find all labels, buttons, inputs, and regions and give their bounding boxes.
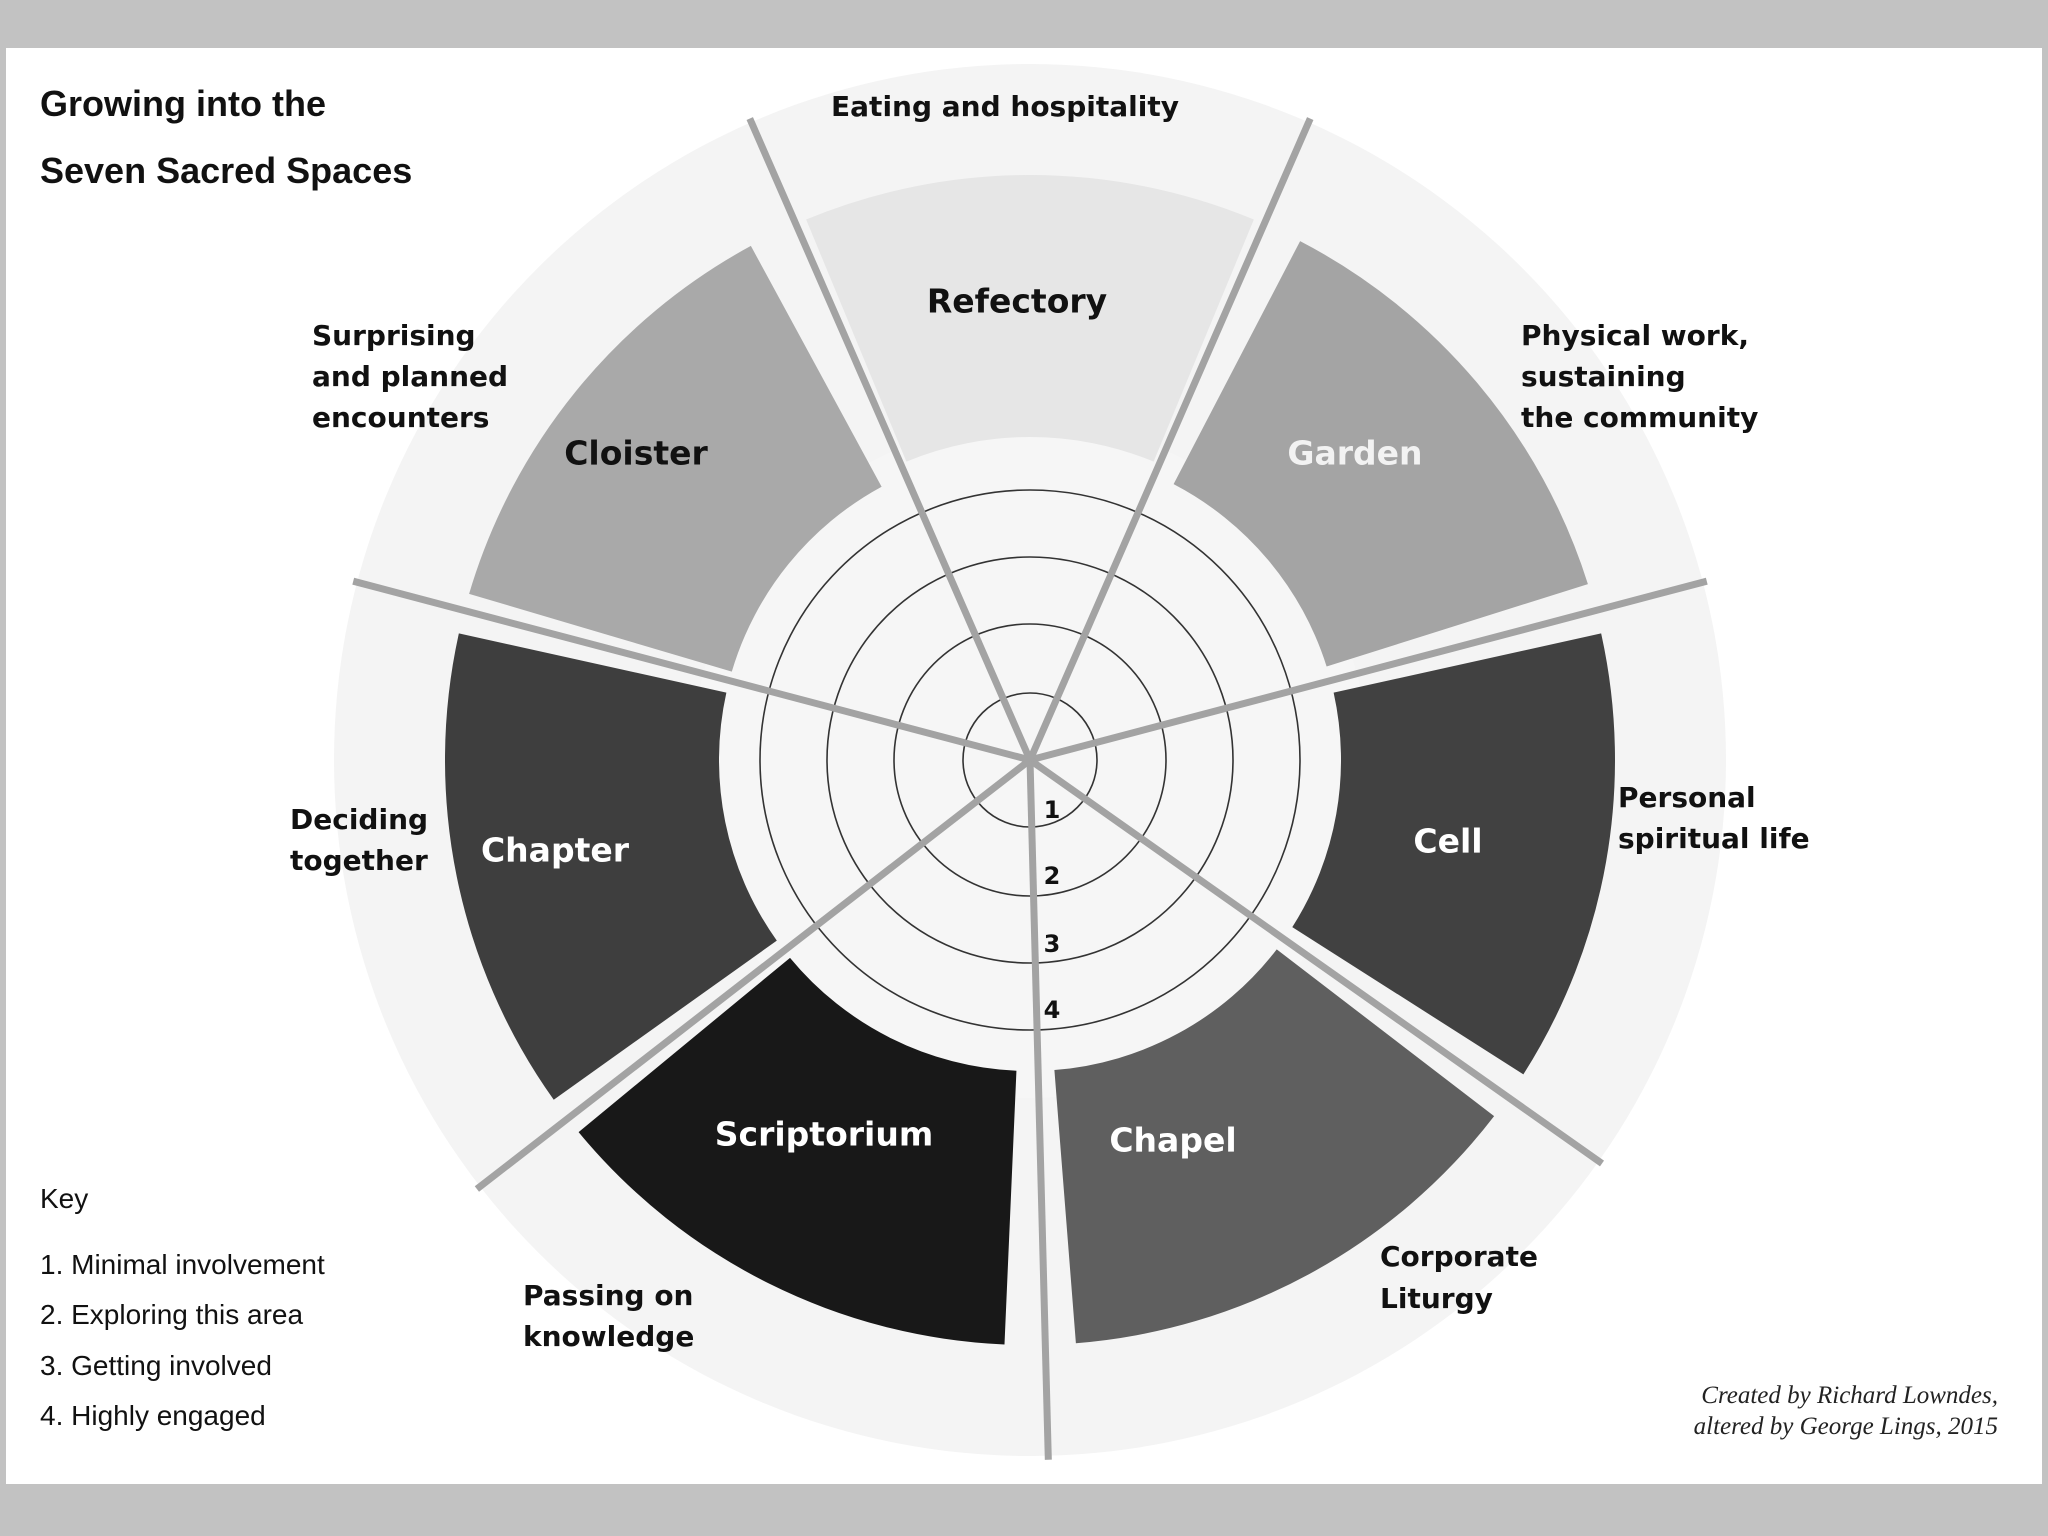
segment-label-cell: Cell: [1413, 822, 1482, 861]
segment-chapel: [1054, 949, 1495, 1344]
spoke-6: [474, 757, 1033, 1192]
description-cloister-line-2: and planned: [312, 360, 508, 393]
ring-3: [826, 556, 1234, 964]
credit: Created by Richard Lowndes, altered by G…: [1694, 1382, 1998, 1440]
key-item-2: 2. Exploring this area: [40, 1299, 303, 1330]
spoke-7: [352, 577, 1031, 764]
segment-garden: [1173, 241, 1588, 667]
spoke-3: [1029, 577, 1708, 764]
credit-line-1: Created by Richard Lowndes,: [1701, 1382, 1998, 1409]
description-garden-line-2: sustaining: [1521, 360, 1686, 393]
description-cloister-line-1: Surprising: [312, 319, 476, 352]
segment-label-chapel: Chapel: [1109, 1121, 1236, 1160]
key-heading: Key: [40, 1183, 88, 1214]
segment-scriptorium: [578, 957, 1017, 1345]
ring-number-1: 1: [1044, 796, 1061, 824]
description-refectory-line-1: Eating and hospitality: [831, 90, 1179, 123]
ring-2: [893, 623, 1167, 897]
segment-cell: [1292, 633, 1615, 1075]
description-garden-line-3: the community: [1521, 401, 1758, 434]
key-item-1: 1. Minimal involvement: [40, 1249, 325, 1280]
segment-refectory: [806, 174, 1254, 462]
ring-number-4: 4: [1044, 996, 1061, 1024]
spoke-1: [746, 117, 1034, 762]
description-chapel-line-2: Liturgy: [1380, 1282, 1493, 1315]
segment-cloister: [469, 245, 882, 672]
segment-label-chapter: Chapter: [481, 831, 630, 870]
title-line-1: Growing into the: [40, 83, 326, 124]
description-cloister-line-3: encounters: [312, 401, 489, 434]
segment-label-cloister: Cloister: [564, 434, 708, 473]
segments: [445, 174, 1615, 1345]
description-garden-line-1: Physical work,: [1521, 319, 1749, 352]
description-chapel-line-1: Corporate: [1380, 1240, 1538, 1273]
segment-label-refectory: Refectory: [927, 282, 1107, 321]
description-cell-line-1: Personal: [1618, 781, 1756, 814]
description-scriptorium-line-2: knowledge: [523, 1320, 694, 1353]
key-legend: Key 1. Minimal involvement 2. Exploring …: [40, 1183, 325, 1431]
ring-number-2: 2: [1044, 862, 1061, 890]
ring-numbers: 1 2 3 4: [1044, 796, 1061, 1024]
spoke-5: [1026, 759, 1052, 1460]
spokes: [352, 117, 1708, 1460]
key-item-4: 4. Highly engaged: [40, 1400, 266, 1431]
involvement-rings: [759, 489, 1301, 1031]
segment-label-garden: Garden: [1287, 434, 1422, 473]
description-chapter-line-2: together: [290, 844, 428, 877]
segment-chapter: [445, 633, 777, 1100]
ring-number-3: 3: [1044, 930, 1061, 958]
segment-label-scriptorium: Scriptorium: [715, 1115, 933, 1154]
spoke-4: [1027, 757, 1605, 1167]
description-scriptorium-line-1: Passing on: [523, 1279, 694, 1312]
spoke-2: [1026, 117, 1314, 762]
title-line-2: Seven Sacred Spaces: [40, 150, 412, 191]
description-cell-line-2: spiritual life: [1618, 822, 1810, 855]
ring-4: [759, 489, 1301, 1031]
credit-line-2: altered by George Lings, 2015: [1694, 1413, 1998, 1440]
key-item-3: 3. Getting involved: [40, 1350, 272, 1381]
description-chapter-line-1: Deciding: [290, 803, 428, 836]
diagram-title: Growing into the Seven Sacred Spaces: [40, 83, 412, 191]
